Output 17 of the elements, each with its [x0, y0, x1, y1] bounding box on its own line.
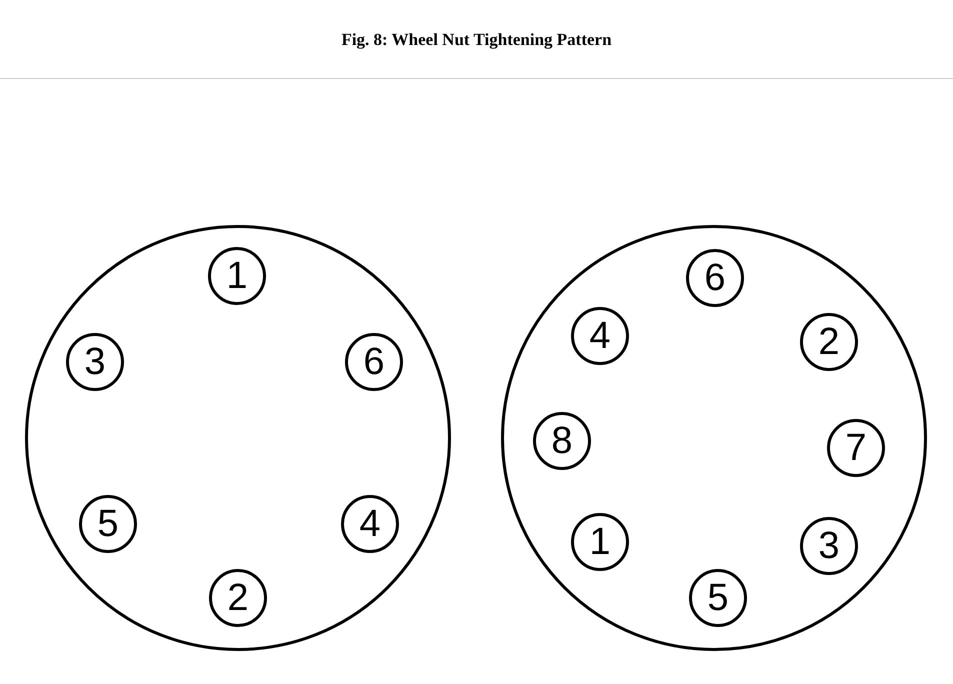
nut-position-circle: 6: [345, 333, 403, 391]
nut-position-circle: 5: [689, 569, 747, 627]
nut-position-circle: 2: [209, 569, 267, 627]
nut-position-circle: 1: [208, 247, 266, 305]
nut-position-circle: 1: [571, 513, 629, 571]
nut-position-circle: 3: [800, 517, 858, 575]
nut-position-circle: 7: [827, 419, 885, 477]
nut-position-circle: 2: [800, 313, 858, 371]
nut-position-circle: 4: [571, 307, 629, 365]
nut-position-circle: 5: [79, 495, 137, 553]
wheel-outline: [501, 225, 927, 651]
nut-position-circle: 6: [686, 249, 744, 307]
figure-title: Fig. 8: Wheel Nut Tightening Pattern: [340, 30, 613, 50]
nut-position-circle: 3: [66, 333, 124, 391]
nut-position-circle: 4: [341, 495, 399, 553]
wheel-outline: [25, 225, 451, 651]
nut-position-circle: 8: [533, 412, 591, 470]
